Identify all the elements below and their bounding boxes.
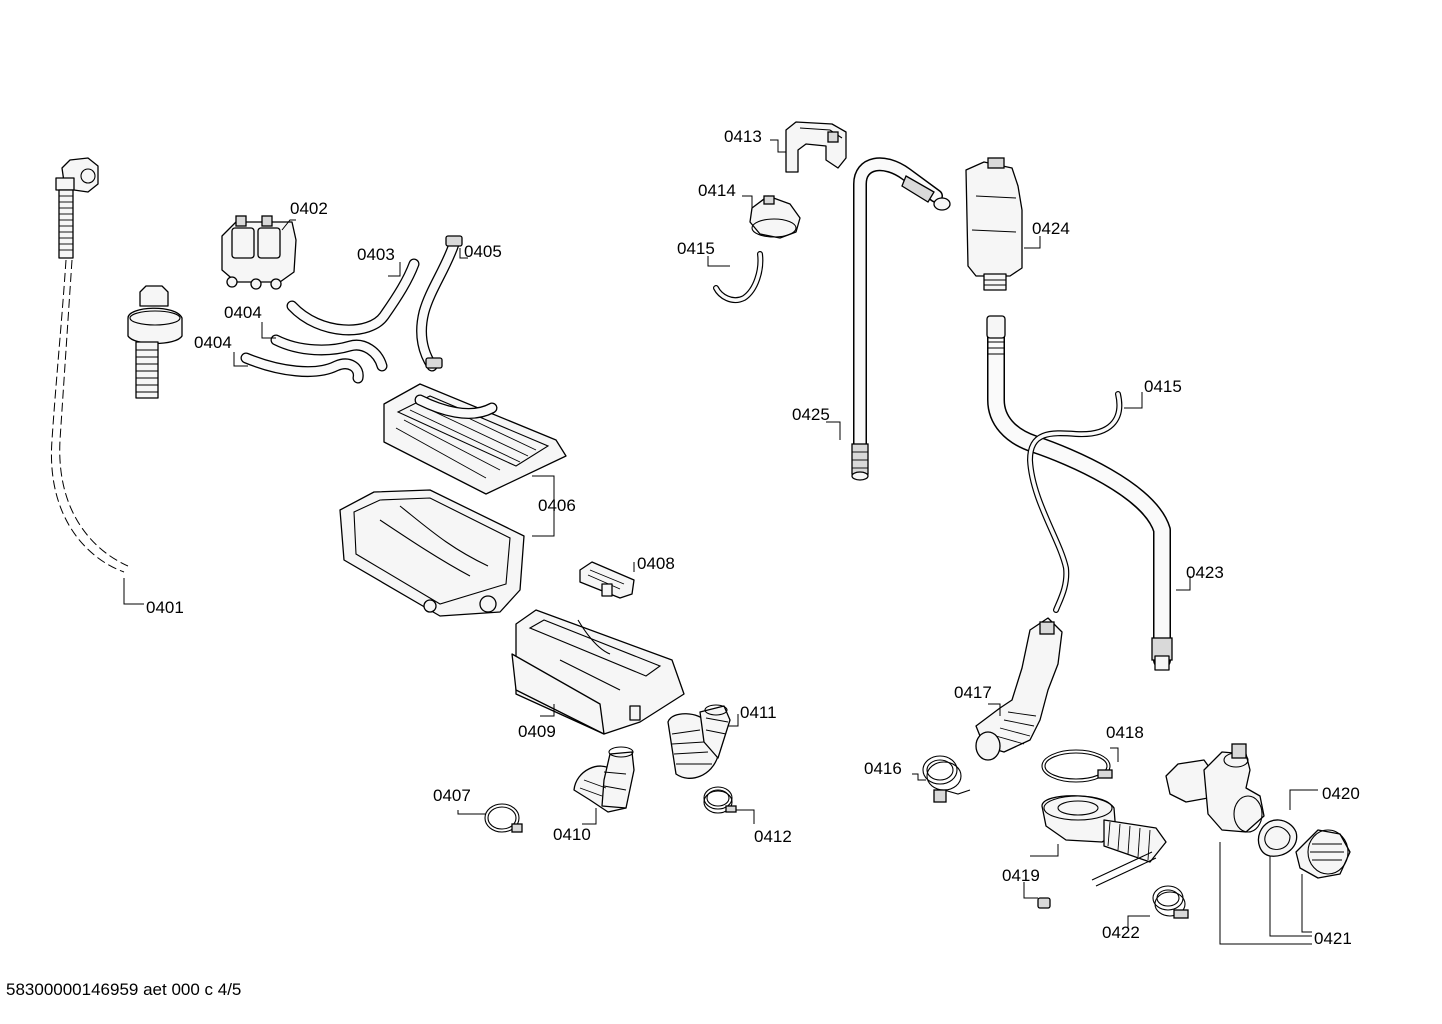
label-0422: 0422 <box>1102 923 1140 942</box>
part-0425-hose[interactable]: 0425 <box>792 157 951 481</box>
part-0415-small-hose-top[interactable]: 0415 <box>677 239 764 304</box>
label-0415-top: 0415 <box>677 239 715 258</box>
part-0402-inlet-valve[interactable]: 0402 <box>221 199 328 290</box>
part-0424-vent-chamber[interactable]: 0424 <box>965 157 1070 291</box>
part-0414-pressure-switch[interactable]: 0414 <box>698 181 801 239</box>
part-0416-clamp[interactable]: 0416 <box>864 755 971 803</box>
part-0403-hose[interactable]: 0403 <box>286 245 420 336</box>
label-0412: 0412 <box>754 827 792 846</box>
label-0403: 0403 <box>357 245 395 264</box>
label-0402: 0402 <box>290 199 328 218</box>
part-0419-sump-bellows[interactable]: 0419 <box>1002 795 1167 909</box>
label-0411: 0411 <box>740 703 777 722</box>
label-0410: 0410 <box>553 825 591 844</box>
part-0417-bellows[interactable]: 0417 <box>954 617 1063 761</box>
drawing-reference-number: 58300000146959 aet 000 c 4/5 <box>6 980 242 999</box>
label-0419: 0419 <box>1002 866 1040 885</box>
part-0418-clamp-ring[interactable]: 0418 <box>1041 723 1144 783</box>
label-0417: 0417 <box>954 683 992 702</box>
part-0412-clamp[interactable]: 0412 <box>703 786 792 846</box>
part-0409-detergent-drawer[interactable]: 0409 <box>511 609 685 741</box>
part-0405-hose[interactable]: 0405 <box>416 235 502 372</box>
label-0407: 0407 <box>433 786 471 805</box>
part-0407-clamp[interactable]: 0407 <box>433 786 523 833</box>
label-0413: 0413 <box>724 127 762 146</box>
label-0425: 0425 <box>792 405 830 424</box>
part-0410-bellows[interactable]: 0410 <box>553 746 635 844</box>
part-0422-clamp[interactable]: 0422 <box>1102 885 1189 942</box>
part-0408-siphon-insert[interactable]: 0408 <box>579 554 675 599</box>
label-0409: 0409 <box>518 722 556 741</box>
label-0414: 0414 <box>698 181 736 200</box>
label-0418: 0418 <box>1106 723 1144 742</box>
part-0420-drain-pump[interactable]: 0420 <box>1165 743 1360 945</box>
part-0406-dispenser-housing[interactable]: 0406 <box>339 383 576 617</box>
label-0424: 0424 <box>1032 219 1070 238</box>
part-0423-drain-hose[interactable]: 0423 <box>986 315 1224 671</box>
label-0415-right: 0415 <box>1144 377 1182 396</box>
part-0415-small-hose-right[interactable]: 0415 <box>1027 377 1182 613</box>
label-0421: 0421 <box>1314 929 1352 948</box>
label-0420: 0420 <box>1322 784 1360 803</box>
label-0416: 0416 <box>864 759 902 778</box>
label-0405: 0405 <box>464 242 502 261</box>
part-0401-inlet-hose[interactable]: 0401 <box>50 157 184 617</box>
part-0411-bellows-hose[interactable]: 0411 <box>667 703 777 779</box>
part-0421-pump-filter[interactable]: 0421 <box>1295 829 1352 948</box>
label-0404-lower: 0404 <box>194 333 232 352</box>
part-0413-bracket[interactable]: 0413 <box>724 121 847 173</box>
label-0406: 0406 <box>538 496 576 515</box>
label-0423: 0423 <box>1186 563 1224 582</box>
part-0404-hose-lower[interactable]: 0404 <box>194 333 364 384</box>
part-0404-hose-upper[interactable]: 0404 <box>224 303 388 372</box>
label-0408: 0408 <box>637 554 675 573</box>
label-0401: 0401 <box>146 598 184 617</box>
label-0404-upper: 0404 <box>224 303 262 322</box>
